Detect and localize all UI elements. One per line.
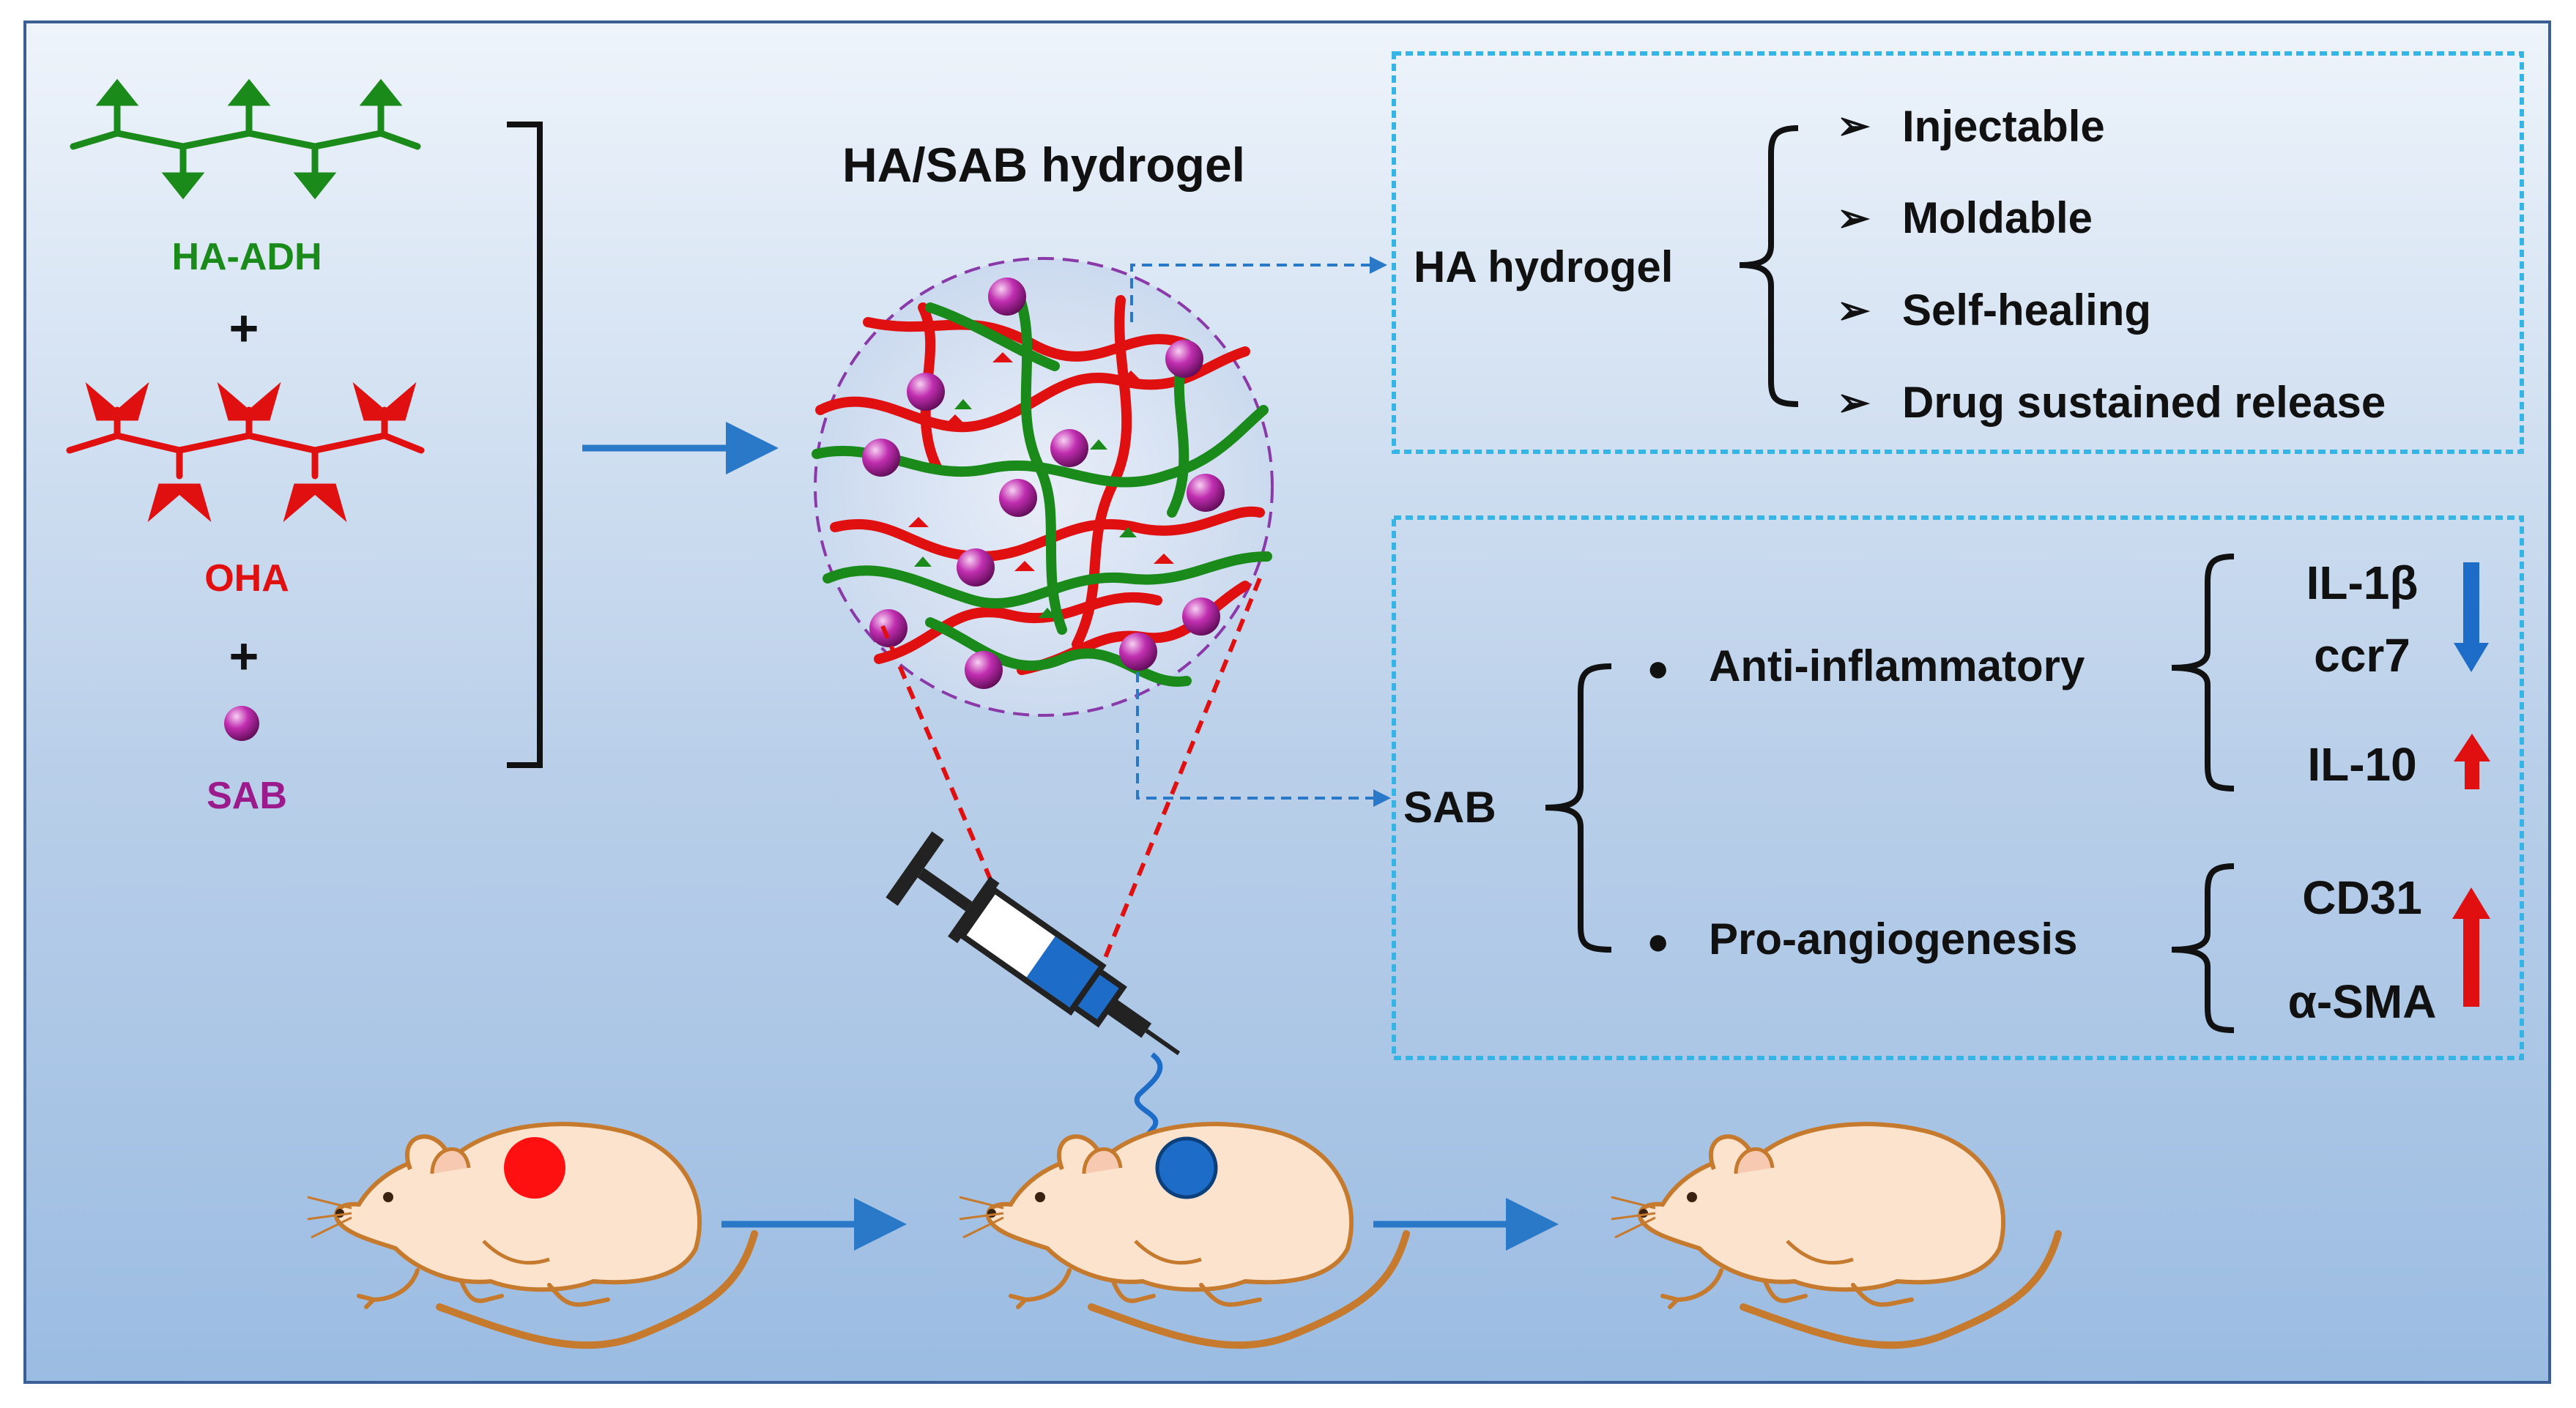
rat-icon [308,1124,754,1345]
property-item: Injectable [1902,102,2105,151]
component-bracket [507,122,543,768]
up-arrow-icon [2452,887,2490,1007]
ha-hydrogel-label: HA hydrogel [1414,242,1673,291]
bullet-dot: ● [1647,920,1669,963]
property-bullet: ➢ [1837,196,1871,240]
ha-hydrogel-box [1392,51,2524,454]
marker-cd31: CD31 [2302,871,2422,924]
hydrogel-network [812,257,1274,717]
property-bullet: ➢ [1837,104,1871,148]
nanoparticle-icon [224,706,259,741]
property-item: Drug sustained release [1902,378,2386,427]
pro-angiogenesis-brace [2171,863,2235,1033]
leader-to-sab [1136,672,1391,807]
marker-il1b: IL-1β [2306,556,2419,609]
hydrogel-wound-icon [1155,1136,1218,1199]
wound-icon [504,1137,565,1199]
marker-asma: α-SMA [2288,975,2437,1028]
plus-sign-2: + [229,627,259,685]
property-list: ➢ Injectable ➢ Moldable ➢ Self-healing ➢… [1837,102,2386,427]
down-arrow-icon [2454,562,2489,672]
oha-polymer-icon [66,381,425,523]
property-bullet: ➢ [1837,288,1871,332]
effect-pro-angiogenesis: Pro-angiogenesis [1709,915,2077,964]
property-item: Moldable [1902,193,2093,242]
rat-treated-icon [959,1124,1406,1345]
plus-sign: + [229,299,259,357]
marker-ccr7: ccr7 [2314,629,2410,682]
syringe-icon [886,831,1181,1056]
anti-inflammatory-brace [2171,554,2235,791]
sab-box [1392,515,2524,1060]
marker-il10: IL-10 [2307,738,2416,791]
property-bullet: ➢ [1837,381,1871,425]
ha-adh-label: HA-ADH [171,236,322,278]
bullet-dot: ● [1647,647,1669,690]
oha-label: OHA [204,557,289,600]
property-item: Self-healing [1902,286,2151,335]
leader-to-ha-hydrogel [1130,256,1387,322]
ha-hydrogel-brace [1739,125,1799,407]
sab-component-label: SAB [207,775,287,817]
up-arrow-icon [2454,734,2490,789]
hydrogel-title: HA/SAB hydrogel [842,138,1245,192]
ha-adh-polymer-icon [70,78,421,200]
sab-brace [1545,663,1612,953]
effect-anti-inflammatory: Anti-inflammatory [1709,641,2085,690]
zoom-line-right [1096,577,1262,975]
sab-label: SAB [1403,783,1496,832]
